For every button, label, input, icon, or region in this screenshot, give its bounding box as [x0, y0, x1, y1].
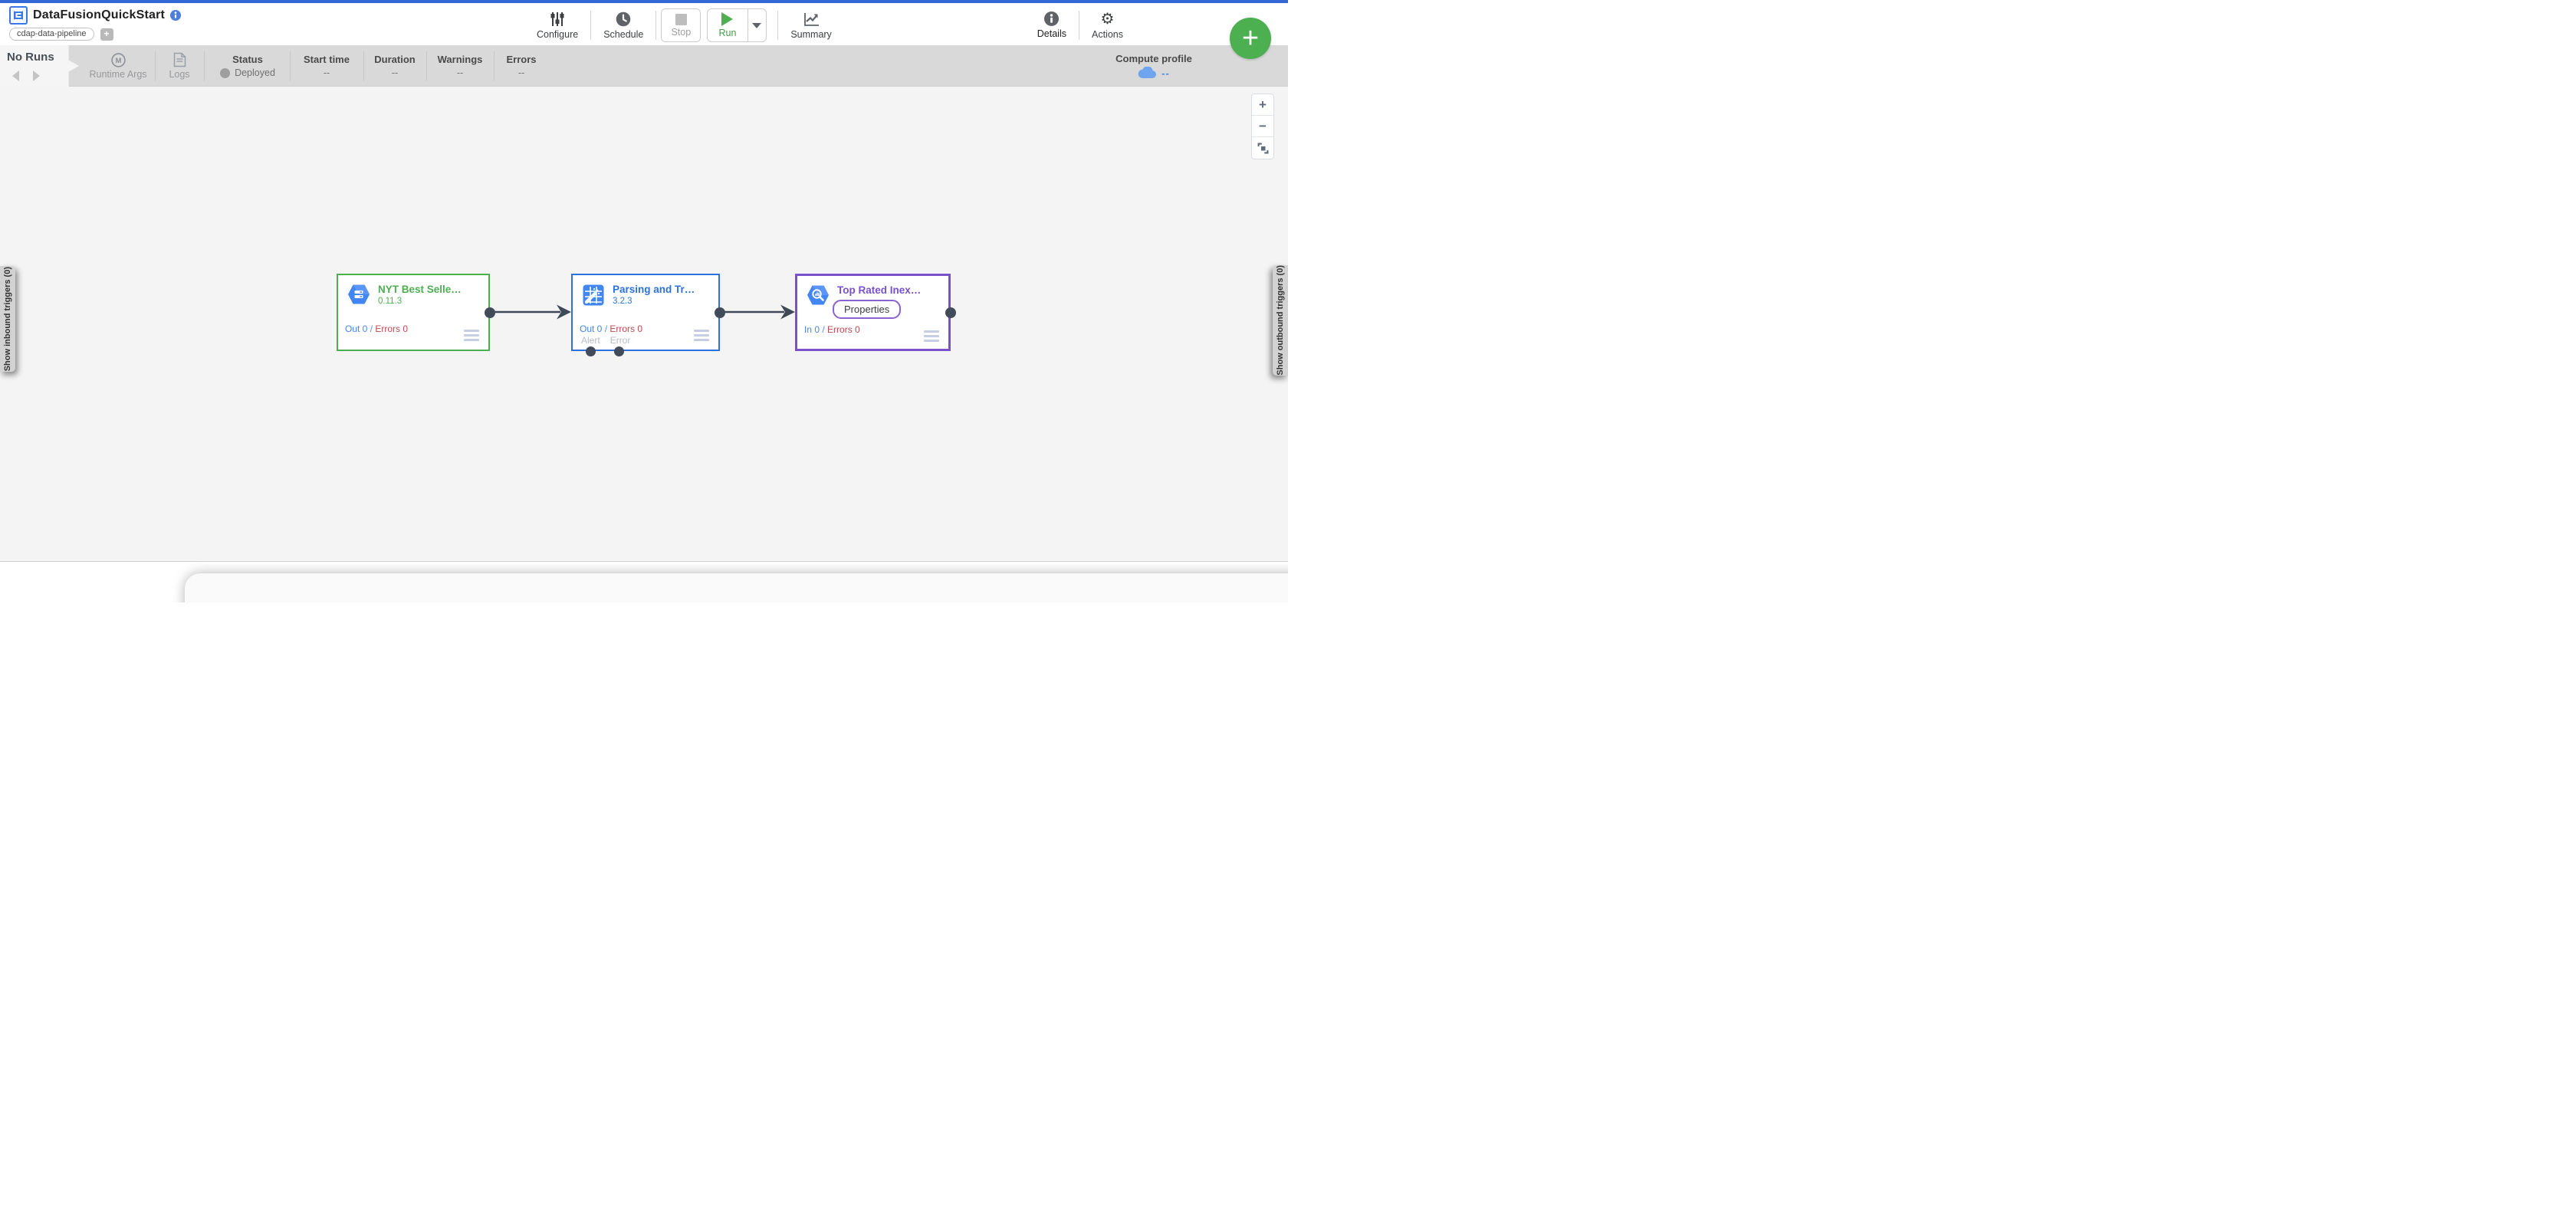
bottom-panel-area [0, 562, 1288, 602]
runbar-divider [155, 51, 156, 80]
details-info-icon [1044, 11, 1060, 26]
output-port[interactable] [485, 307, 495, 318]
node-metrics[interactable]: Out 0 / Errors 0 [580, 323, 643, 334]
inbound-triggers-tab[interactable]: Show inbound triggers (0) [0, 266, 15, 372]
bigquery-hexagon-icon [807, 284, 830, 306]
node-transform[interactable]: Parsing and Tr… 3.2.3 Out 0 / Errors 0 A… [571, 274, 725, 356]
add-entity-fab-button[interactable]: + [1230, 18, 1271, 59]
runtime-args-icon: M [110, 52, 126, 67]
runs-pagination-arrows [12, 71, 40, 81]
summary-button[interactable]: Summary [783, 11, 839, 40]
toolbar-divider [777, 11, 779, 40]
node-version: 0.11.3 [378, 297, 402, 306]
node-menu-icon[interactable] [924, 330, 939, 342]
canvas-zoom-controls: + − [1251, 94, 1274, 159]
node-menu-icon[interactable] [464, 330, 479, 341]
brand-block: DataFusionQuickStart cdap-data-pipeline … [9, 5, 182, 41]
runtime-args-button[interactable]: M Runtime Args [86, 45, 150, 87]
cdap-logo-icon [9, 6, 28, 25]
cloud-icon [1138, 67, 1157, 79]
runbar-divider [494, 51, 495, 80]
error-port-label: Error [610, 335, 631, 346]
zoom-out-button[interactable]: − [1252, 116, 1273, 137]
alert-port[interactable] [586, 346, 596, 356]
node-title: Parsing and Tr… [613, 284, 695, 295]
logs-button[interactable]: Logs [158, 45, 201, 87]
pipeline-meta-toolbar: Details ⚙ Actions [1030, 6, 1131, 44]
configure-sliders-icon [550, 11, 565, 27]
start-time-value: -- [323, 67, 330, 78]
add-tag-button[interactable]: + [100, 28, 113, 41]
run-play-icon [721, 12, 734, 26]
runbar-divider [426, 51, 427, 80]
node-metrics[interactable]: In 0 / Errors 0 [804, 324, 860, 335]
header-bar: DataFusionQuickStart cdap-data-pipeline … [0, 3, 1288, 45]
actions-gear-icon: ⚙ [1100, 10, 1115, 28]
status-dot-icon [220, 67, 231, 78]
run-status-bar: No Runs M Runtime Args [0, 45, 1288, 87]
zoom-in-button[interactable]: + [1252, 94, 1273, 116]
node-title: Top Rated Inex… [837, 284, 922, 296]
pipeline-info-icon[interactable] [170, 10, 182, 21]
stop-icon [675, 13, 687, 25]
fit-to-screen-button[interactable] [1252, 137, 1273, 159]
fit-to-screen-icon [1257, 143, 1268, 153]
runbar-divider [204, 51, 205, 80]
node-port-labels: Alert Error [581, 335, 630, 346]
run-dropdown-button[interactable] [747, 9, 767, 41]
error-port[interactable] [614, 346, 624, 356]
node-metrics[interactable]: Out 0 / Errors 0 [345, 323, 409, 334]
pipeline-canvas[interactable]: + − Show inbound triggers (0) Show outbo… [0, 87, 1288, 562]
node-menu-icon[interactable] [694, 330, 709, 341]
alert-port-label: Alert [581, 335, 600, 346]
logs-document-icon [173, 52, 186, 67]
node-title: NYT Best Selle… [378, 284, 462, 295]
output-port[interactable] [715, 307, 725, 318]
node-properties-button[interactable]: Properties [833, 300, 902, 319]
svg-text:M: M [115, 57, 121, 65]
stop-button[interactable]: Stop [661, 8, 702, 42]
run-button-group: Run [707, 8, 767, 42]
node-version: 3.2.3 [613, 297, 632, 306]
compute-profile-value: -- [1162, 67, 1170, 79]
collapsed-bottom-panel[interactable] [185, 573, 1288, 602]
outbound-triggers-tab[interactable]: Show outbound triggers (0) [1273, 265, 1288, 376]
node-sink[interactable]: Top Rated Inex… Properties In 0 / Errors… [795, 274, 956, 351]
duration-value: -- [391, 67, 399, 78]
next-run-arrow-icon[interactable] [33, 71, 40, 81]
configure-button[interactable]: Configure [529, 11, 586, 40]
pipeline-title: DataFusionQuickStart [33, 8, 166, 21]
details-button[interactable]: Details [1030, 11, 1074, 39]
errors-value: -- [518, 67, 525, 78]
schedule-button[interactable]: Schedule [596, 11, 651, 40]
duration-column: Duration -- [374, 54, 416, 78]
edge-arrowhead-icon [557, 304, 571, 320]
no-runs-label: No Runs [7, 51, 54, 64]
pipeline-studio-page: DataFusionQuickStart cdap-data-pipeline … [0, 0, 1288, 602]
errors-column: Errors -- [506, 54, 537, 78]
runbar-divider [363, 51, 364, 80]
chevron-down-icon [752, 22, 762, 28]
actions-button[interactable]: ⚙ Actions [1092, 10, 1123, 40]
schedule-clock-icon [616, 11, 631, 27]
warnings-value: -- [456, 67, 464, 78]
run-button[interactable]: Run [708, 9, 747, 41]
edge-arrowhead-icon [780, 304, 795, 320]
warnings-column: Warnings -- [437, 54, 483, 78]
top-accent-strip [0, 0, 1288, 3]
node-source[interactable]: NYT Best Selle… 0.11.3 Out 0 / Errors 0 [337, 274, 495, 351]
status-value: Deployed [235, 67, 275, 78]
gcs-hexagon-icon [347, 284, 370, 305]
status-column: Status Deployed [209, 45, 287, 87]
wrangler-icon [582, 284, 605, 307]
pipeline-type-tag: cdap-data-pipeline [9, 28, 94, 41]
output-port[interactable] [945, 307, 956, 318]
summary-chart-icon [803, 11, 820, 27]
start-time-column: Start time -- [304, 54, 350, 78]
runbar-divider [290, 51, 291, 80]
pipeline-actions-toolbar: Configure Schedule Stop [529, 6, 840, 44]
toolbar-divider [590, 11, 592, 40]
compute-profile-column[interactable]: Compute profile -- [1116, 53, 1192, 79]
previous-run-arrow-icon[interactable] [12, 71, 19, 81]
